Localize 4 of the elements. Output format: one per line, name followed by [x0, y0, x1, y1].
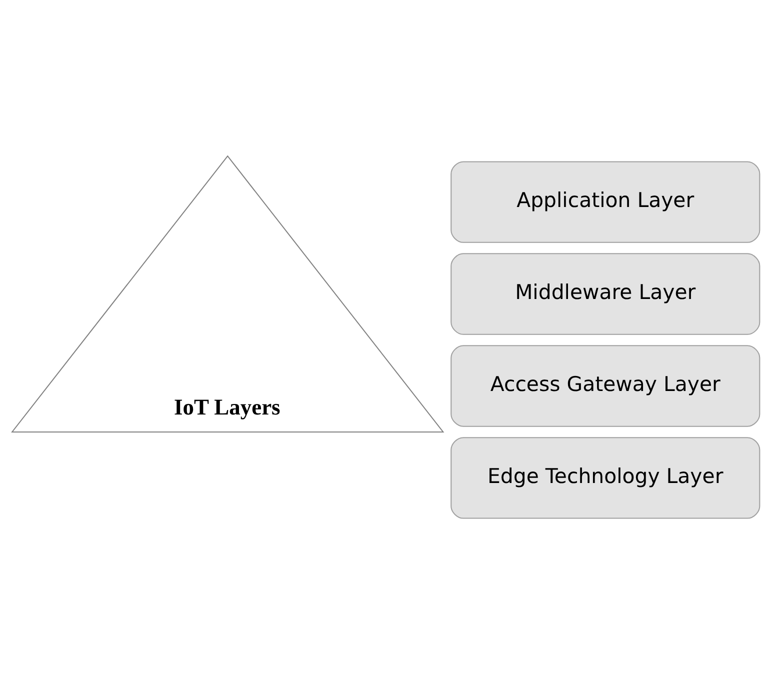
node-box: Access Gateway Layer	[450, 344, 760, 426]
node-box: Middleware Layer	[450, 252, 760, 334]
node-box: Edge Technology Layer	[450, 436, 760, 518]
node-box: Application Layer	[450, 160, 760, 242]
